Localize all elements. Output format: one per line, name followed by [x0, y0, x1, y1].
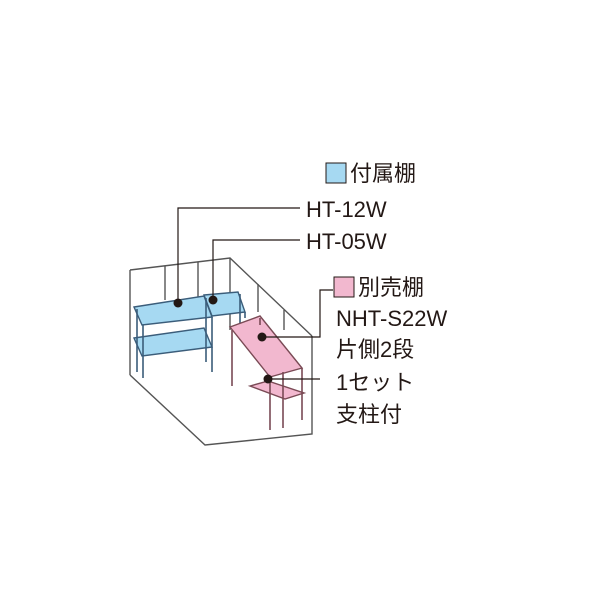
optional-legend-title: 別売棚	[358, 275, 424, 300]
attached-shelf-unit	[132, 291, 246, 378]
attached-legend-title: 付属棚	[350, 161, 416, 186]
leader-lines	[177, 207, 333, 380]
optional-shelf-unit	[228, 315, 307, 430]
pink-shelf-top	[228, 315, 304, 378]
pink-shelf-lower	[247, 380, 307, 400]
optional-legend-swatch	[333, 276, 355, 298]
attached-model-1: HT-12W	[306, 197, 387, 222]
optional-detail-3: 支柱付	[336, 402, 402, 427]
optional-detail-2: 1セット	[336, 370, 414, 395]
attached-legend-swatch	[325, 162, 347, 184]
shelf-ht-05w-top	[203, 291, 246, 317]
shelf-lower	[132, 327, 214, 357]
attached-model-2: HT-05W	[306, 229, 387, 254]
shed-outline	[129, 257, 313, 446]
optional-detail-1: 片側2段	[336, 337, 414, 362]
optional-model: NHT-S22W	[336, 306, 447, 331]
leader-dots	[173, 295, 273, 384]
shelf-ht-12w-top	[132, 295, 213, 326]
